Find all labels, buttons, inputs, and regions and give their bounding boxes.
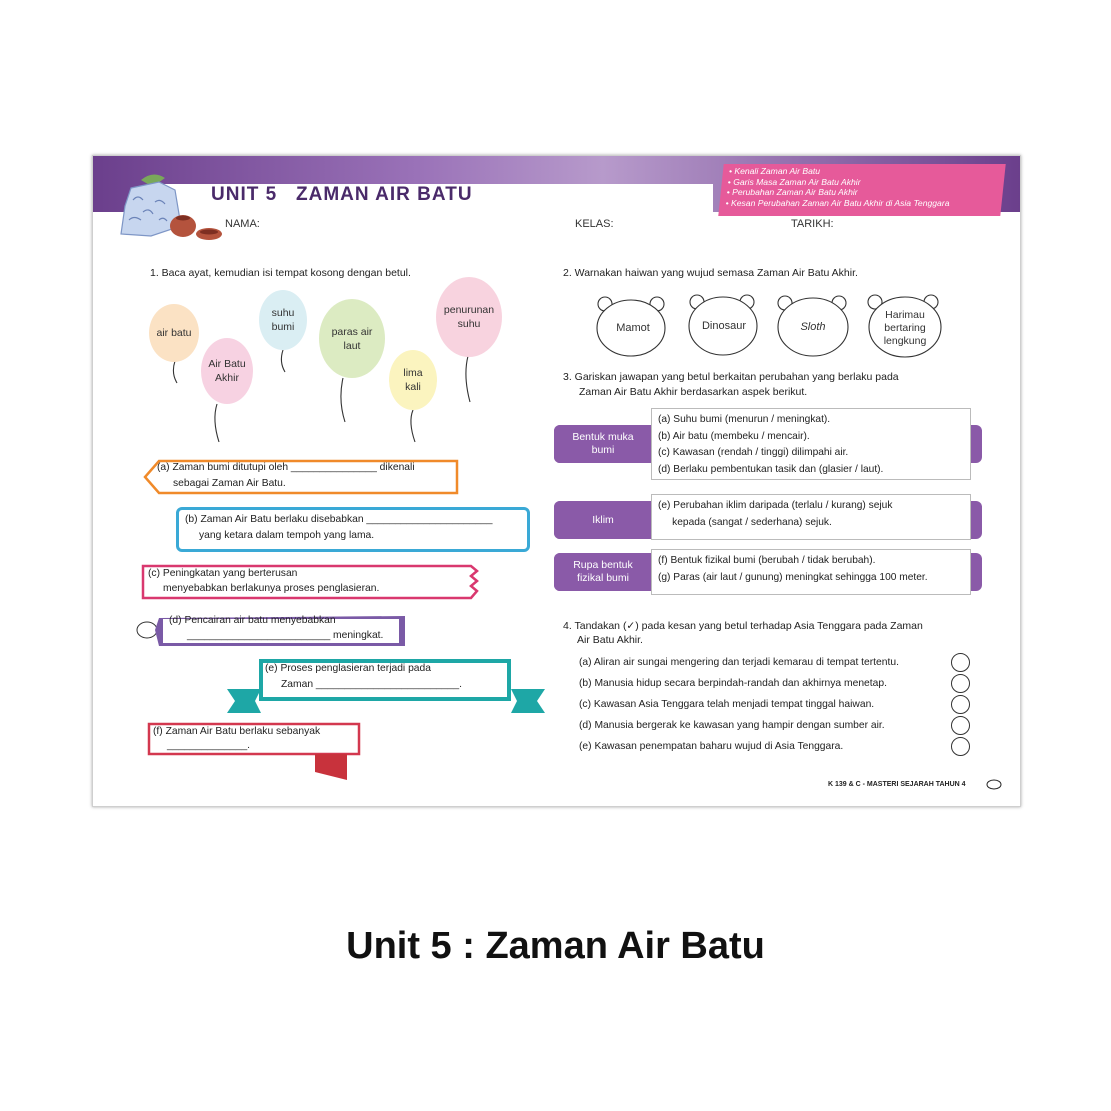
aspect-2-answers: (e) Perubahan iklim daripada (terlalu / … <box>651 494 971 540</box>
q1a-line2: sebagai Zaman Air Batu. <box>173 478 286 489</box>
q4-instruction-line2: Air Batu Akhir. <box>577 634 643 646</box>
q4-item-b: (b) Manusia hidup secara berpindah-randa… <box>579 678 887 689</box>
tick-box-c[interactable] <box>951 695 970 714</box>
q1f-line2: ______________. <box>167 740 251 751</box>
q3-line[interactable]: (c) Kawasan (rendah / tinggi) dilimpahi … <box>658 447 849 458</box>
q4-item-e: (e) Kawasan penempatan baharu wujud di A… <box>579 741 844 752</box>
q1f-line1: (f) Zaman Air Batu berlaku sebanyak <box>153 726 321 737</box>
aspect-label-iklim: Iklim <box>554 501 652 539</box>
q3-line[interactable]: kepada (sangat / sederhana) sejuk. <box>658 516 832 528</box>
product-caption: Unit 5 : Zaman Air Batu <box>346 925 765 967</box>
card-a-frame <box>143 459 459 495</box>
aspect-3-answers: (f) Bentuk fizikal bumi (berubah / tidak… <box>651 549 971 595</box>
aspect-label-rupa-bentuk: Rupa bentuk fizikal bumi <box>554 553 652 591</box>
title-bar <box>153 184 713 212</box>
publisher-logo-icon <box>986 779 1002 790</box>
card-d-frame <box>136 616 405 646</box>
q4-item-d: (d) Manusia bergerak ke kawasan yang ham… <box>579 720 885 731</box>
q1e-line1: (e) Proses penglasieran terjadi pada <box>265 663 431 674</box>
q1b-line2: yang ketara dalam tempoh yang lama. <box>199 530 375 541</box>
animal-harimau[interactable]: Harimau bertaring lengkung <box>883 308 927 347</box>
q1e-line2: Zaman _________________________. <box>281 679 462 690</box>
nama-label: NAMA: <box>225 218 260 230</box>
unit-title: UNIT 5 ZAMAN AIR BATU <box>211 184 473 205</box>
balloon-penurunan-suhu: penurunan suhu <box>436 277 502 357</box>
q3-instruction-line1: 3. Gariskan jawapan yang betul berkaitan… <box>563 371 899 383</box>
q1b-line1: (b) Zaman Air Batu berlaku disebabkan __… <box>185 514 493 525</box>
worksheet-page: UNIT 5 ZAMAN AIR BATU • Kenali Zaman Air… <box>92 155 1021 807</box>
aspect-1-answers: (a) Suhu bumi (menurun / meningkat). (b)… <box>651 408 971 480</box>
balloon-air-batu: air batu <box>149 304 199 362</box>
card-e-frame <box>227 659 545 713</box>
q3-line[interactable]: (f) Bentuk fizikal bumi (berubah / tidak… <box>658 555 876 566</box>
q1c-line1: (c) Peningkatan yang berterusan <box>148 568 298 579</box>
balloon-paras-air-laut: paras air laut <box>319 299 385 378</box>
q1d-line2: _________________________ meningkat. <box>187 630 384 641</box>
kelas-label: KELAS: <box>575 218 614 230</box>
q3-line[interactable]: (d) Berlaku pembentukan tasik dan (glasi… <box>658 463 884 475</box>
q1d-line1: (d) Pencairan air batu menyebabkan <box>169 615 336 626</box>
balloon-air-batu-akhir: Air Batu Akhir <box>201 338 253 404</box>
balloon-lima-kali: lima kali <box>389 350 437 410</box>
card-b-frame <box>176 507 530 552</box>
q4-instruction-line1: 4. Tandakan (✓) pada kesan yang betul te… <box>563 620 923 632</box>
q4-item-c: (c) Kawasan Asia Tenggara telah menjadi … <box>579 699 875 710</box>
q1-instruction: 1. Baca ayat, kemudian isi tempat kosong… <box>150 267 411 279</box>
q3-line[interactable]: (g) Paras (air laut / gunung) meningkat … <box>658 571 928 583</box>
card-c-frame <box>141 564 479 600</box>
ice-mountain-illustration <box>120 174 222 240</box>
q1a-line1: (a) Zaman bumi ditutupi oleh ___________… <box>157 462 415 473</box>
page-footer: K 139 & C - MASTERI SEJARAH TAHUN 4 <box>828 781 966 788</box>
animal-sloth[interactable]: Sloth <box>800 321 826 333</box>
q3-line[interactable]: (a) Suhu bumi (menurun / meningkat). <box>658 414 831 425</box>
aspect-label-bentuk-muka-bumi: Bentuk muka bumi <box>554 425 652 463</box>
q3-instruction-line2: Zaman Air Batu Akhir berdasarkan aspek b… <box>579 386 808 398</box>
tick-box-b[interactable] <box>951 674 970 693</box>
tarikh-label: TARIKH: <box>791 218 834 230</box>
q4-item-a: (a) Aliran air sungai mengering dan terj… <box>579 657 899 668</box>
q2-instruction: 2. Warnakan haiwan yang wujud semasa Zam… <box>563 267 858 279</box>
animal-mamot[interactable]: Mamot <box>616 322 650 334</box>
card-f-frame <box>147 722 361 780</box>
animal-outlines <box>596 294 942 358</box>
tick-box-e[interactable] <box>951 737 970 756</box>
tick-box-d[interactable] <box>951 716 970 735</box>
balloon-strings <box>172 349 471 443</box>
tick-box-a[interactable] <box>951 653 970 672</box>
animal-dinosaur[interactable]: Dinosaur <box>701 320 747 332</box>
q3-line[interactable]: (b) Air batu (membeku / mencair). <box>658 430 810 442</box>
q1c-line2: menyebabkan berlakunya proses penglasier… <box>163 583 380 594</box>
balloon-suhu-bumi: suhu bumi <box>259 290 307 350</box>
q3-line[interactable]: (e) Perubahan iklim daripada (terlalu / … <box>658 500 893 511</box>
